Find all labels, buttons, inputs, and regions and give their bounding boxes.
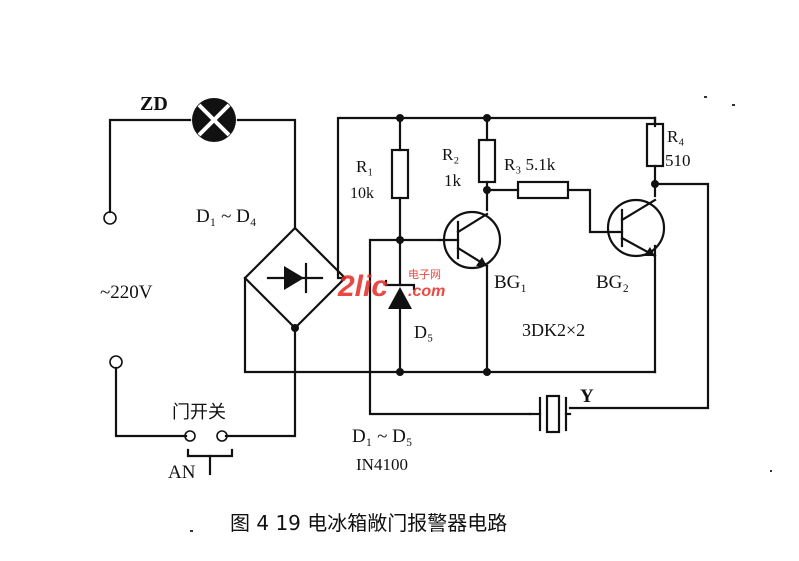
label-transistor-type: 3DK2×2 xyxy=(522,320,585,340)
junction-dots xyxy=(291,114,659,376)
label-r1-name: R₁ xyxy=(356,157,373,176)
bg1-base-wire xyxy=(368,238,532,416)
label-bridge: D₁ ~ D₄ xyxy=(196,206,256,227)
bridge-rectifier-icon xyxy=(243,226,347,330)
label-diode-part: IN4100 xyxy=(356,455,408,474)
mains-terminal-top xyxy=(103,211,117,225)
watermark-logo: 2lic 电子网 .com xyxy=(337,268,445,303)
label-r2-value: 1k xyxy=(444,171,462,190)
label-zd: ZD xyxy=(140,93,168,115)
watermark-site-cn: 电子网 xyxy=(408,268,441,281)
label-buzzer: Y xyxy=(580,386,594,407)
label-diodes: D₁ ~ D₅ xyxy=(352,426,412,447)
resistor-r1-icon xyxy=(390,116,410,242)
scan-speckles xyxy=(190,96,772,532)
bridge-positive-wire xyxy=(336,116,402,280)
label-bg2: BG₂ xyxy=(596,272,629,293)
transistor-bg2-icon xyxy=(606,198,666,258)
bg2-output-wire xyxy=(568,182,710,410)
figure-caption: 图 4 19 电冰箱敞门报警器电路 xyxy=(230,511,507,535)
label-r2-name: R₂ xyxy=(442,145,459,164)
resistor-r2-icon xyxy=(477,116,497,212)
label-d5: D₅ xyxy=(414,322,433,342)
mains-wiring xyxy=(108,118,297,438)
dc-rails xyxy=(398,116,657,374)
label-door-switch: 门开关 xyxy=(172,402,226,423)
watermark-logo-text: 2lic xyxy=(337,270,388,303)
label-bg1: BG₁ xyxy=(494,272,527,293)
label-button: AN xyxy=(168,462,196,483)
label-r1-value: 10k xyxy=(350,185,374,202)
door-switch-icon xyxy=(184,430,234,476)
resistor-r3-icon xyxy=(485,180,610,234)
lamp-zd-icon xyxy=(192,98,236,142)
label-r4-name: R₄ xyxy=(667,127,684,146)
zener-d5-icon xyxy=(384,238,416,374)
label-mains: ~220V xyxy=(100,282,153,303)
buzzer-y-icon xyxy=(528,394,572,434)
label-r4-value: 510 xyxy=(665,151,691,170)
transistor-bg1-icon xyxy=(438,210,502,374)
label-r3: R₃ 5.1k xyxy=(504,155,556,174)
watermark-site-en: .com xyxy=(408,283,445,300)
bridge-negative-wire xyxy=(243,276,402,374)
mains-terminal-bottom xyxy=(109,355,123,369)
